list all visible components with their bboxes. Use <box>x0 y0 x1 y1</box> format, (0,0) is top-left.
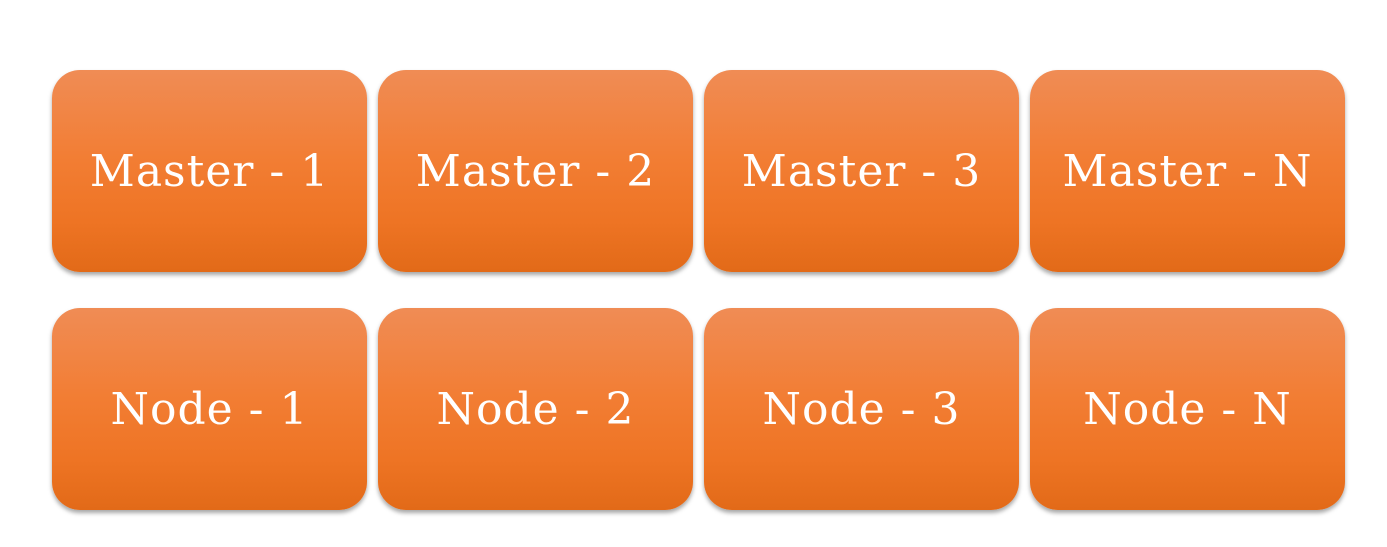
node-box-n: Node - N <box>1030 308 1345 510</box>
node-box-1: Node - 1 <box>52 308 367 510</box>
node-label-3: Node - 3 <box>762 383 961 435</box>
node-label-n: Node - N <box>1083 383 1292 435</box>
master-label-2: Master - 2 <box>415 145 656 197</box>
node-label-1: Node - 1 <box>110 383 309 435</box>
master-box-n: Master - N <box>1030 70 1345 272</box>
master-row: Master - 1 Master - 2 Master - 3 Master … <box>52 70 1345 272</box>
master-label-n: Master - N <box>1062 145 1313 197</box>
node-box-2: Node - 2 <box>378 308 693 510</box>
master-label-3: Master - 3 <box>741 145 982 197</box>
node-row: Node - 1 Node - 2 Node - 3 Node - N <box>52 308 1345 510</box>
master-box-1: Master - 1 <box>52 70 367 272</box>
node-box-3: Node - 3 <box>704 308 1019 510</box>
master-label-1: Master - 1 <box>89 145 330 197</box>
node-label-2: Node - 2 <box>436 383 635 435</box>
master-box-3: Master - 3 <box>704 70 1019 272</box>
master-box-2: Master - 2 <box>378 70 693 272</box>
